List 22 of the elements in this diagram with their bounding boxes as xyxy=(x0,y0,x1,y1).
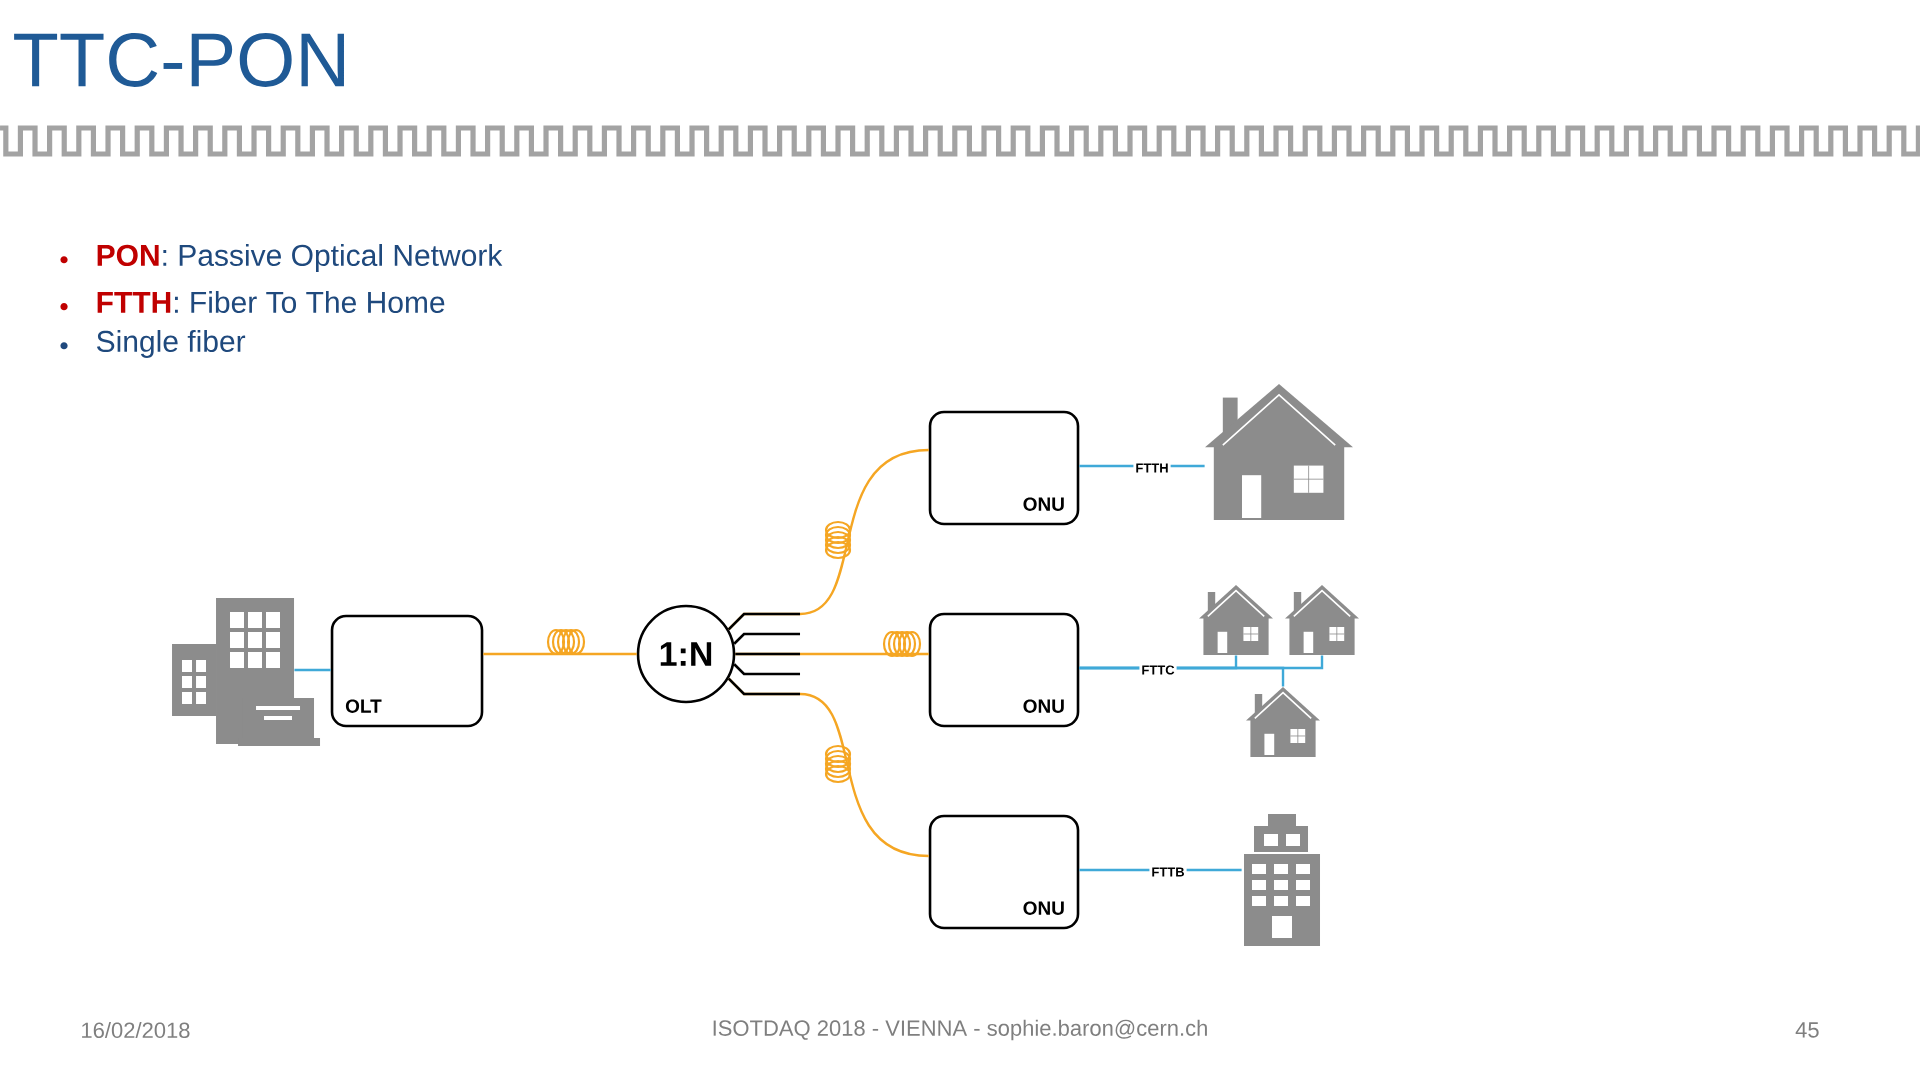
fiber-line xyxy=(294,668,331,672)
device-box: ONU xyxy=(928,410,1080,526)
house-drawing xyxy=(1199,585,1273,655)
fiber-line xyxy=(1079,464,1205,468)
house-drawing xyxy=(1246,687,1320,757)
device-box: OLT xyxy=(330,614,484,728)
footer-text: ISOTDAQ 2018 - VIENNA - sophie.baron@cern.ch xyxy=(713,1019,1207,1041)
building-drawing xyxy=(172,598,321,746)
fiber-line xyxy=(483,652,637,656)
device-box: ONU xyxy=(928,612,1080,728)
device-box: ONU xyxy=(928,814,1080,930)
bullet-item: PON: Passive Optical Network xyxy=(60,244,503,272)
bullet-item: FTTH: Fiber To The Home xyxy=(60,291,445,313)
fiber-line xyxy=(1079,666,1285,687)
bullet-item: Single fiber xyxy=(60,330,246,358)
footer-text: 16/02/2018 xyxy=(82,1021,190,1039)
footer-text: 45 xyxy=(1795,1022,1819,1038)
building-drawing xyxy=(1244,814,1320,946)
title: TTC-PON xyxy=(14,33,344,87)
fiber-line xyxy=(1079,868,1242,872)
house-drawing xyxy=(1285,585,1359,655)
house-drawing xyxy=(1205,384,1353,520)
